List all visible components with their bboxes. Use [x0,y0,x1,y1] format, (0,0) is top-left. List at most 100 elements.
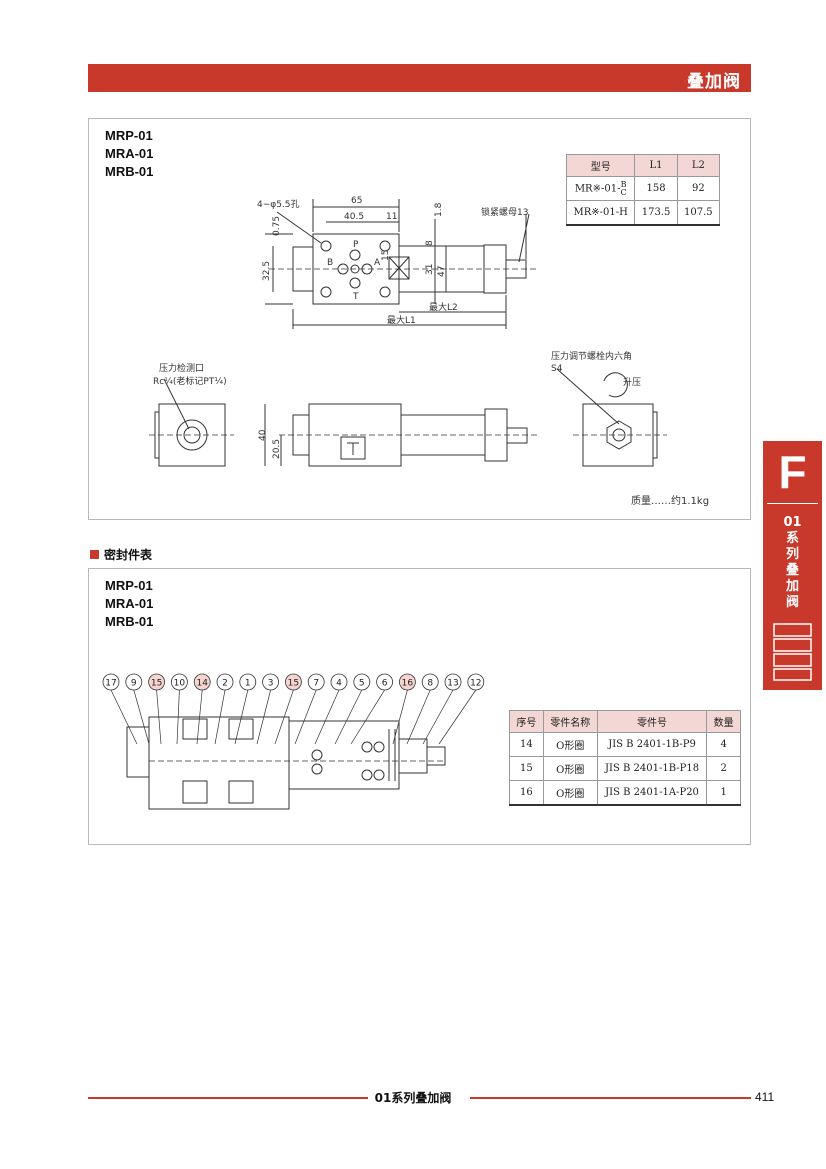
table-cell: JIS B 2401-1A-P20 [596,780,708,806]
table-cell: 1 [706,780,741,806]
dim-label: 0.75 [272,216,282,236]
table-cell: 4 [706,732,741,757]
callout-number: 4 [336,679,342,689]
page-number: 411 [755,1090,775,1104]
callout-leader [438,689,477,745]
adjust-size-label: S4 [551,364,563,374]
model-list: MRP-01 MRA-01 MRB-01 [105,127,153,181]
callout-balloon [307,673,325,691]
port-label: B [327,258,333,268]
callout-leader [196,689,203,745]
dim-label: 11 [386,212,397,222]
nut-label: 锁紧螺母13 [481,206,528,218]
tab-text-line: 叠 [785,563,799,578]
callout-number: 10 [174,679,186,689]
tab-text-line: 加 [785,579,799,594]
dim-label: 15 [381,250,391,261]
mass-label: 质量……约1.1kg [631,494,709,507]
callout-balloon [398,673,416,691]
tab-text-line: 列 [785,547,799,562]
dim-label: 47 [437,266,447,277]
callout-number: 17 [105,679,116,689]
gauge-label: 压力检测口 [159,362,204,374]
t-marker [340,436,366,460]
table-row: MR※-01-H 173.5 107.5 [565,200,721,226]
gauge-thread-label: Rc¼(老标记PT¼) [153,375,227,387]
table-header-cell: 型号 [565,154,636,177]
max-l1-label: 最大L1 [387,314,416,326]
table-cell: 173.5 [634,200,678,226]
seal-table: 序号 零件名称 零件号 数量 14 O形圈 JIS B 2401-1B-P9 4… [509,710,741,806]
callout-balloon [467,673,485,691]
callout-leader [294,689,317,745]
chapter-letter: F [778,446,807,498]
raise-label: 升压 [623,377,641,388]
callout-balloon [330,673,348,691]
seal-section-label: 密封件表 [90,546,152,563]
callout-number: 14 [196,679,208,689]
square-bullet-icon [90,550,99,559]
mount-hole [379,286,391,298]
dim-label: 40.5 [344,212,364,222]
tab-divider [767,503,818,504]
callout-balloon [125,673,143,691]
suffix-bottom: C [620,187,627,197]
table-row: 14 O形圈 JIS B 2401-1B-P9 4 [509,732,741,757]
callout-leader [214,689,226,745]
model-name: MRB-01 [105,164,154,179]
marker-box [388,256,410,280]
callout-balloon [262,673,280,691]
callout-leader [256,689,271,745]
callout-number: 5 [359,679,365,689]
callout-balloon [171,673,188,691]
callout-balloon [421,673,439,691]
callout-balloon [193,673,211,691]
callout-leader [334,689,363,745]
footer-title-text: 01系列叠加阀 [368,1091,458,1105]
dim-label: 1.8 [434,202,444,217]
table-cell: 15 [509,756,544,781]
footer-title: 01系列叠加阀 [0,1089,826,1106]
model-code: MR※-01- [574,183,621,194]
table-header-row: 序号 零件名称 零件号 数量 [509,710,741,733]
table-header-cell: 零件名称 [542,710,598,733]
tab-text-line: 系 [785,531,799,546]
callout-leader [110,689,138,745]
callout-leader [350,689,385,745]
dim-label: 8 [425,240,435,246]
callout-balloon [102,673,120,691]
callout-leader [392,689,408,745]
callout-number: 7 [313,679,319,689]
callout-number: 8 [427,679,433,689]
callout-number: 2 [222,679,228,689]
table-cell: 2 [706,756,741,781]
callout-leader [422,689,454,745]
table-cell: O形圈 [542,732,598,757]
callout-balloon [216,673,234,691]
table-cell: JIS B 2401-1B-P9 [596,732,708,757]
callout-leader [133,689,150,745]
callout-balloon [239,673,257,691]
stacked-valve-icon [773,623,812,681]
port-label: A [374,258,381,268]
model-name: MRA-01 [105,596,154,611]
dim-label: 40 [258,429,268,441]
callout-leader [176,689,180,745]
table-cell: 92 [676,176,721,201]
table-cell: O形圈 [542,780,598,806]
table-row: 16 O形圈 JIS B 2401-1A-P20 1 [509,780,741,806]
suffix-top: B [620,179,627,189]
callout-leader [406,689,431,745]
callout-number: 9 [131,679,137,689]
header-bar: 叠加阀 [88,64,751,92]
hole-label: 4−φ5.5孔 [257,199,300,210]
callout-leader [234,689,249,745]
model-name: MRB-01 [105,614,154,629]
section-title: 密封件表 [104,548,153,562]
hex-screw [606,420,632,450]
callout-balloon [444,673,462,691]
